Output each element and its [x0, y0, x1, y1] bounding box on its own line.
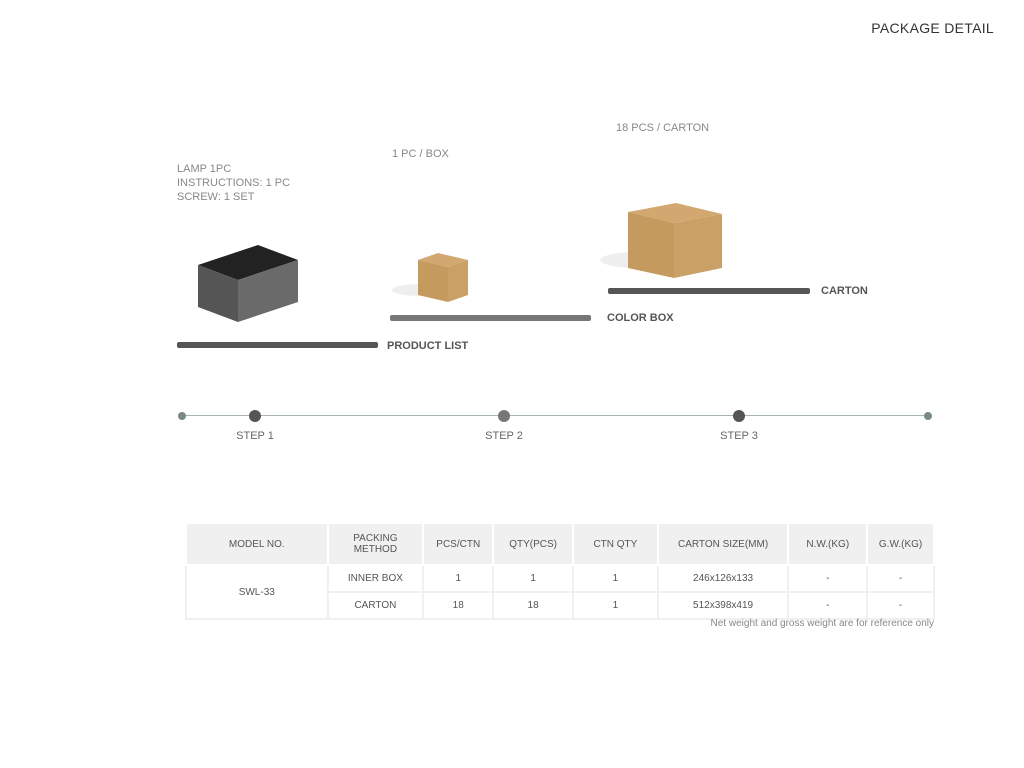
cell: -	[787, 564, 869, 593]
header-model: MODEL NO.	[185, 522, 329, 566]
header-gw: G.W.(KG)	[866, 522, 935, 566]
step-2-dot	[498, 410, 510, 422]
product-contents: LAMP 1PC INSTRUCTIONS: 1 PC SCREW: 1 SET	[177, 162, 290, 204]
step-3-dot	[733, 410, 745, 422]
step-2-label: STEP 2	[485, 430, 523, 442]
color-box-image	[392, 253, 468, 302]
header-packing-text: PACKING METHOD	[353, 533, 398, 555]
color-box-bar	[390, 315, 591, 321]
cell: 512x398x419	[656, 591, 790, 620]
packing-table: MODEL NO. PACKING METHOD PCS/CTN QTY(PCS…	[185, 522, 935, 620]
header-nw: N.W.(KG)	[787, 522, 869, 566]
table-row: SWL-33 INNER BOX 1 1 1 246x126x133 - -	[185, 564, 935, 620]
colorbox-note: 1 PC / BOX	[392, 148, 449, 160]
timeline-end-dot	[924, 412, 932, 420]
header-ctn-qty: CTN QTY	[572, 522, 659, 566]
header-pcs-ctn: PCS/CTN	[422, 522, 495, 566]
header-carton-size: CARTON SIZE(MM)	[656, 522, 790, 566]
cell: 18	[492, 591, 575, 620]
note-instructions: INSTRUCTIONS: 1 PC	[177, 177, 291, 189]
carton-label: CARTON	[821, 285, 868, 297]
cell: -	[787, 591, 869, 620]
carton-note: 18 PCS / CARTON	[616, 122, 710, 134]
step-3-label: STEP 3	[720, 430, 758, 442]
carton-image	[600, 203, 722, 278]
header-packing: PACKING METHOD	[326, 522, 425, 566]
page-title: PACKAGE DETAIL	[871, 20, 994, 36]
timeline-line	[182, 415, 928, 416]
product-list-label: PRODUCT LIST	[387, 340, 469, 352]
cell: INNER BOX	[326, 564, 425, 593]
cell: 18	[422, 591, 495, 620]
table-row: CARTON 18 18 1 512x398x419 - -	[186, 591, 935, 620]
table-footnote: Net weight and gross weight are for refe…	[710, 618, 934, 629]
cell: 1	[572, 564, 659, 593]
step-1-label: STEP 1	[236, 430, 274, 442]
note-lamp: LAMP 1PC	[177, 163, 232, 175]
cell: 1	[422, 564, 495, 593]
carton-bar	[608, 288, 810, 294]
header-qty: QTY(PCS)	[492, 522, 575, 566]
color-box-label: COLOR BOX	[607, 312, 674, 324]
note-screw: SCREW: 1 SET	[177, 191, 255, 203]
model-cell: SWL-33	[185, 564, 329, 620]
cell: 246x126x133	[656, 564, 790, 593]
cell: -	[866, 564, 935, 593]
cell: 1	[492, 564, 575, 593]
cell: 1	[572, 591, 659, 620]
step-1-dot	[249, 410, 261, 422]
cell: CARTON	[326, 591, 425, 620]
timeline-start-dot	[178, 412, 186, 420]
table-header-row: MODEL NO. PACKING METHOD PCS/CTN QTY(PCS…	[185, 522, 935, 566]
cell: -	[866, 591, 935, 620]
product-list-bar	[177, 342, 378, 348]
lamp-box-image	[198, 245, 298, 322]
